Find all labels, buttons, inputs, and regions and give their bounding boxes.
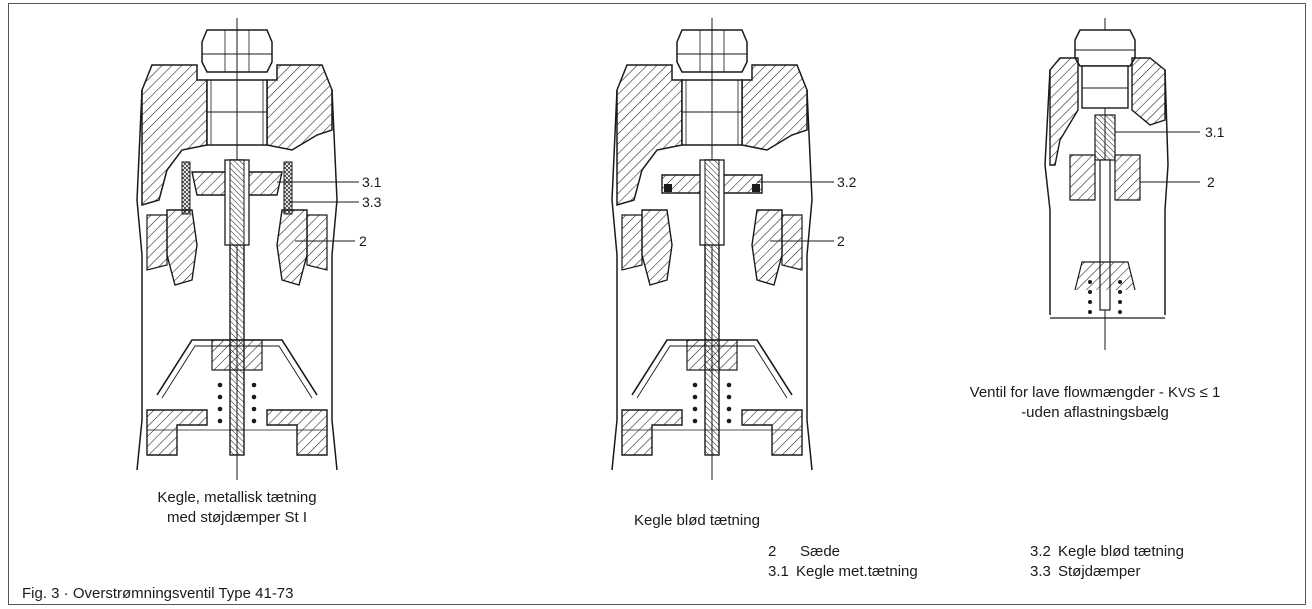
legend-item-num: 3.3	[1030, 563, 1051, 580]
legend-item-label: Støjdæmper	[1058, 563, 1141, 580]
callout-3-1: 3.1	[362, 174, 382, 190]
legend-item-num: 3.1	[768, 563, 789, 580]
callout-3-1: 3.1	[1205, 124, 1225, 140]
callout-2: 2	[359, 233, 367, 249]
callout-3-2: 3.2	[837, 174, 857, 190]
legend-item-label: Sæde	[800, 543, 841, 560]
valve-drawing-soft-seal	[611, 17, 834, 481]
legend-item-label: Kegle met.tætning	[796, 563, 918, 580]
valve-drawing-low-flow	[1044, 18, 1200, 350]
caption-metal-seal-line1: Kegle, metallisk tætning	[157, 489, 317, 506]
caption-low-flow-line2: -uden aflastningsbælg	[1021, 404, 1169, 421]
caption-soft-seal: Kegle blød tætning	[634, 512, 760, 529]
legend-item-num: 3.2	[1030, 543, 1051, 560]
figure-caption: Fig. 3 · Overstrømningsventil Type 41-73	[22, 585, 294, 602]
caption-low-flow-line1: Ventil for lave flowmængder - KVS ≤ 1	[969, 384, 1221, 401]
callout-2: 2	[837, 233, 845, 249]
callout-3-3: 3.3	[362, 194, 382, 210]
caption-metal-seal-line2: med støjdæmper St I	[166, 509, 308, 526]
valve-drawing-metal-seal	[136, 17, 359, 481]
callout-2: 2	[1207, 174, 1215, 190]
figure-frame	[8, 3, 1306, 605]
legend-item-num: 2	[768, 543, 777, 560]
legend-item-label: Kegle blød tætning	[1058, 543, 1184, 560]
